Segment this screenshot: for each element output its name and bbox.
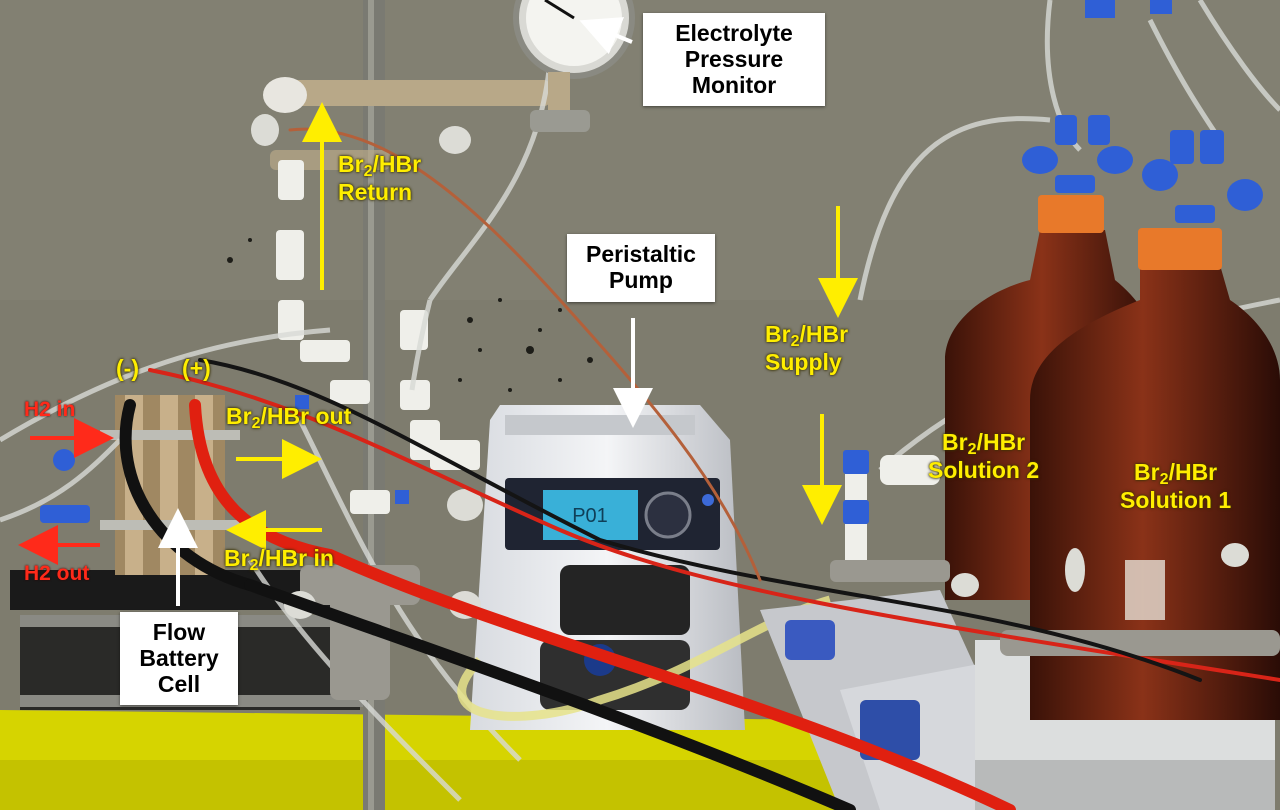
solution-1-label: Br2/HBr Solution 1 (1120, 459, 1232, 514)
pump-label-line-2: Pump (609, 266, 673, 293)
pressure-monitor-line-2: Pressure (684, 45, 784, 72)
blue-valves (40, 0, 1263, 524)
pump-label-line-1: Peristaltic (586, 241, 696, 267)
solution-2-line-1: /HBr (976, 429, 1026, 455)
subscript-2: 2 (790, 332, 800, 350)
stirrer-plates (760, 590, 1275, 810)
amber-bottle-1 (1030, 228, 1280, 720)
positive-terminal-label: (+) (182, 355, 211, 381)
br-prefix: Br (226, 403, 252, 429)
br-prefix: Br (942, 429, 968, 455)
return-line-1: /HBr (372, 151, 422, 177)
subscript-2: 2 (251, 414, 261, 432)
br2-hbr-return-label: Br2/HBr Return (338, 151, 422, 206)
flow-arrows (226, 102, 858, 550)
subscript-2: 2 (1159, 470, 1169, 488)
br-prefix: Br (224, 545, 250, 571)
peristaltic-pump (470, 405, 745, 730)
flow-battery-cell-label: Flow Battery Cell (120, 612, 238, 706)
pump-display-text: P01 (572, 505, 608, 527)
solution-1-line-1: /HBr (1168, 459, 1218, 485)
supply-line-1: /HBr (799, 321, 849, 347)
cell-label-line-3: Cell (157, 670, 201, 697)
subscript-2: 2 (363, 162, 373, 180)
solution-2-line-2: Solution 2 (928, 457, 1040, 484)
solution-1-line-2: Solution 1 (1120, 487, 1232, 514)
subscript-2: 2 (249, 556, 259, 574)
subscript-2: 2 (967, 440, 977, 458)
br2-hbr-out-label: Br2/HBr out (226, 403, 352, 432)
cell-label-line-1: Flow (152, 619, 206, 645)
br-prefix: Br (1134, 459, 1160, 485)
clamps (251, 114, 1280, 700)
ink-speckles (227, 238, 593, 392)
out-text: /HBr out (260, 403, 352, 429)
h2-out-label: H2 out (24, 562, 90, 585)
br2-hbr-supply-label: Br2/HBr Supply (765, 321, 849, 376)
h2-in-label: H2 in (24, 398, 76, 421)
pressure-monitor-line-1: Electrolyte (675, 20, 793, 46)
pressure-monitor-line-3: Monitor (691, 71, 777, 98)
solution-2-label: Br2/HBr Solution 2 (928, 429, 1040, 484)
pressure-monitor-label: Electrolyte Pressure Monitor (643, 13, 825, 107)
br2-hbr-in-label: Br2/HBr in (224, 545, 334, 574)
br-prefix: Br (338, 151, 364, 177)
negative-terminal-label: (-) (116, 355, 139, 381)
peristaltic-pump-label: Peristaltic Pump (567, 234, 715, 302)
br-prefix: Br (765, 321, 791, 347)
pointer-arrows (158, 17, 653, 606)
h2-arrows (18, 418, 114, 565)
return-line-2: Return (338, 179, 413, 206)
in-text: /HBr in (258, 545, 334, 571)
cell-label-line-2: Battery (139, 644, 219, 671)
supply-line-2: Supply (765, 349, 842, 376)
